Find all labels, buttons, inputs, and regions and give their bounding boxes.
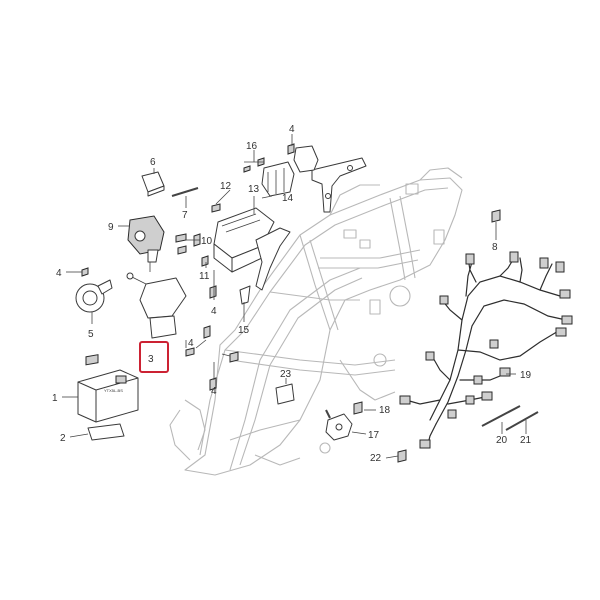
label-1: 1 [52, 393, 58, 404]
label-7: 7 [182, 210, 188, 221]
label-9: 9 [108, 222, 114, 233]
label-19: 19 [520, 370, 532, 381]
label-sticker [275, 383, 295, 405]
leader-lines [62, 134, 527, 459]
ecu-bracket [239, 227, 291, 305]
label-17: 17 [368, 430, 380, 441]
label-4b: 4 [188, 338, 194, 349]
wiring-harness [399, 251, 573, 449]
long-bolt [171, 187, 199, 197]
label-5: 5 [88, 329, 94, 340]
label-21: 21 [520, 435, 532, 446]
highlight-box [139, 341, 169, 373]
label-18: 18 [379, 405, 391, 416]
sensor [325, 409, 353, 441]
label-13: 13 [248, 184, 260, 195]
battery-pad [87, 423, 125, 441]
label-10: 10 [201, 236, 213, 247]
ignition-switch [127, 215, 165, 272]
label-4a: 4 [56, 268, 62, 279]
battery: YTX5L-BS [77, 354, 139, 423]
top-bracket [293, 145, 367, 213]
battery-model-label: YTX5L-BS [104, 388, 123, 393]
label-23: 23 [280, 369, 292, 380]
part-labels: 1 2 3 4 4 4 4 4 5 6 7 8 9 10 11 12 13 14… [52, 124, 532, 464]
label-16: 16 [246, 141, 258, 152]
label-2: 2 [60, 433, 66, 444]
relay [141, 171, 165, 197]
label-11: 11 [199, 271, 210, 282]
label-3: 3 [148, 354, 154, 365]
label-4c: 4 [211, 306, 217, 317]
label-6: 6 [150, 157, 156, 168]
motorcycle-frame [169, 167, 463, 476]
label-15: 15 [238, 325, 250, 336]
relay-module [126, 272, 187, 339]
label-14: 14 [282, 193, 294, 204]
horn [75, 279, 113, 313]
label-4d: 4 [211, 386, 217, 397]
label-20: 20 [496, 435, 508, 446]
label-4e: 4 [289, 124, 295, 135]
long-bolts-20-21 [481, 405, 539, 431]
label-12: 12 [220, 181, 232, 192]
label-22: 22 [370, 453, 382, 464]
label-8: 8 [492, 242, 498, 253]
